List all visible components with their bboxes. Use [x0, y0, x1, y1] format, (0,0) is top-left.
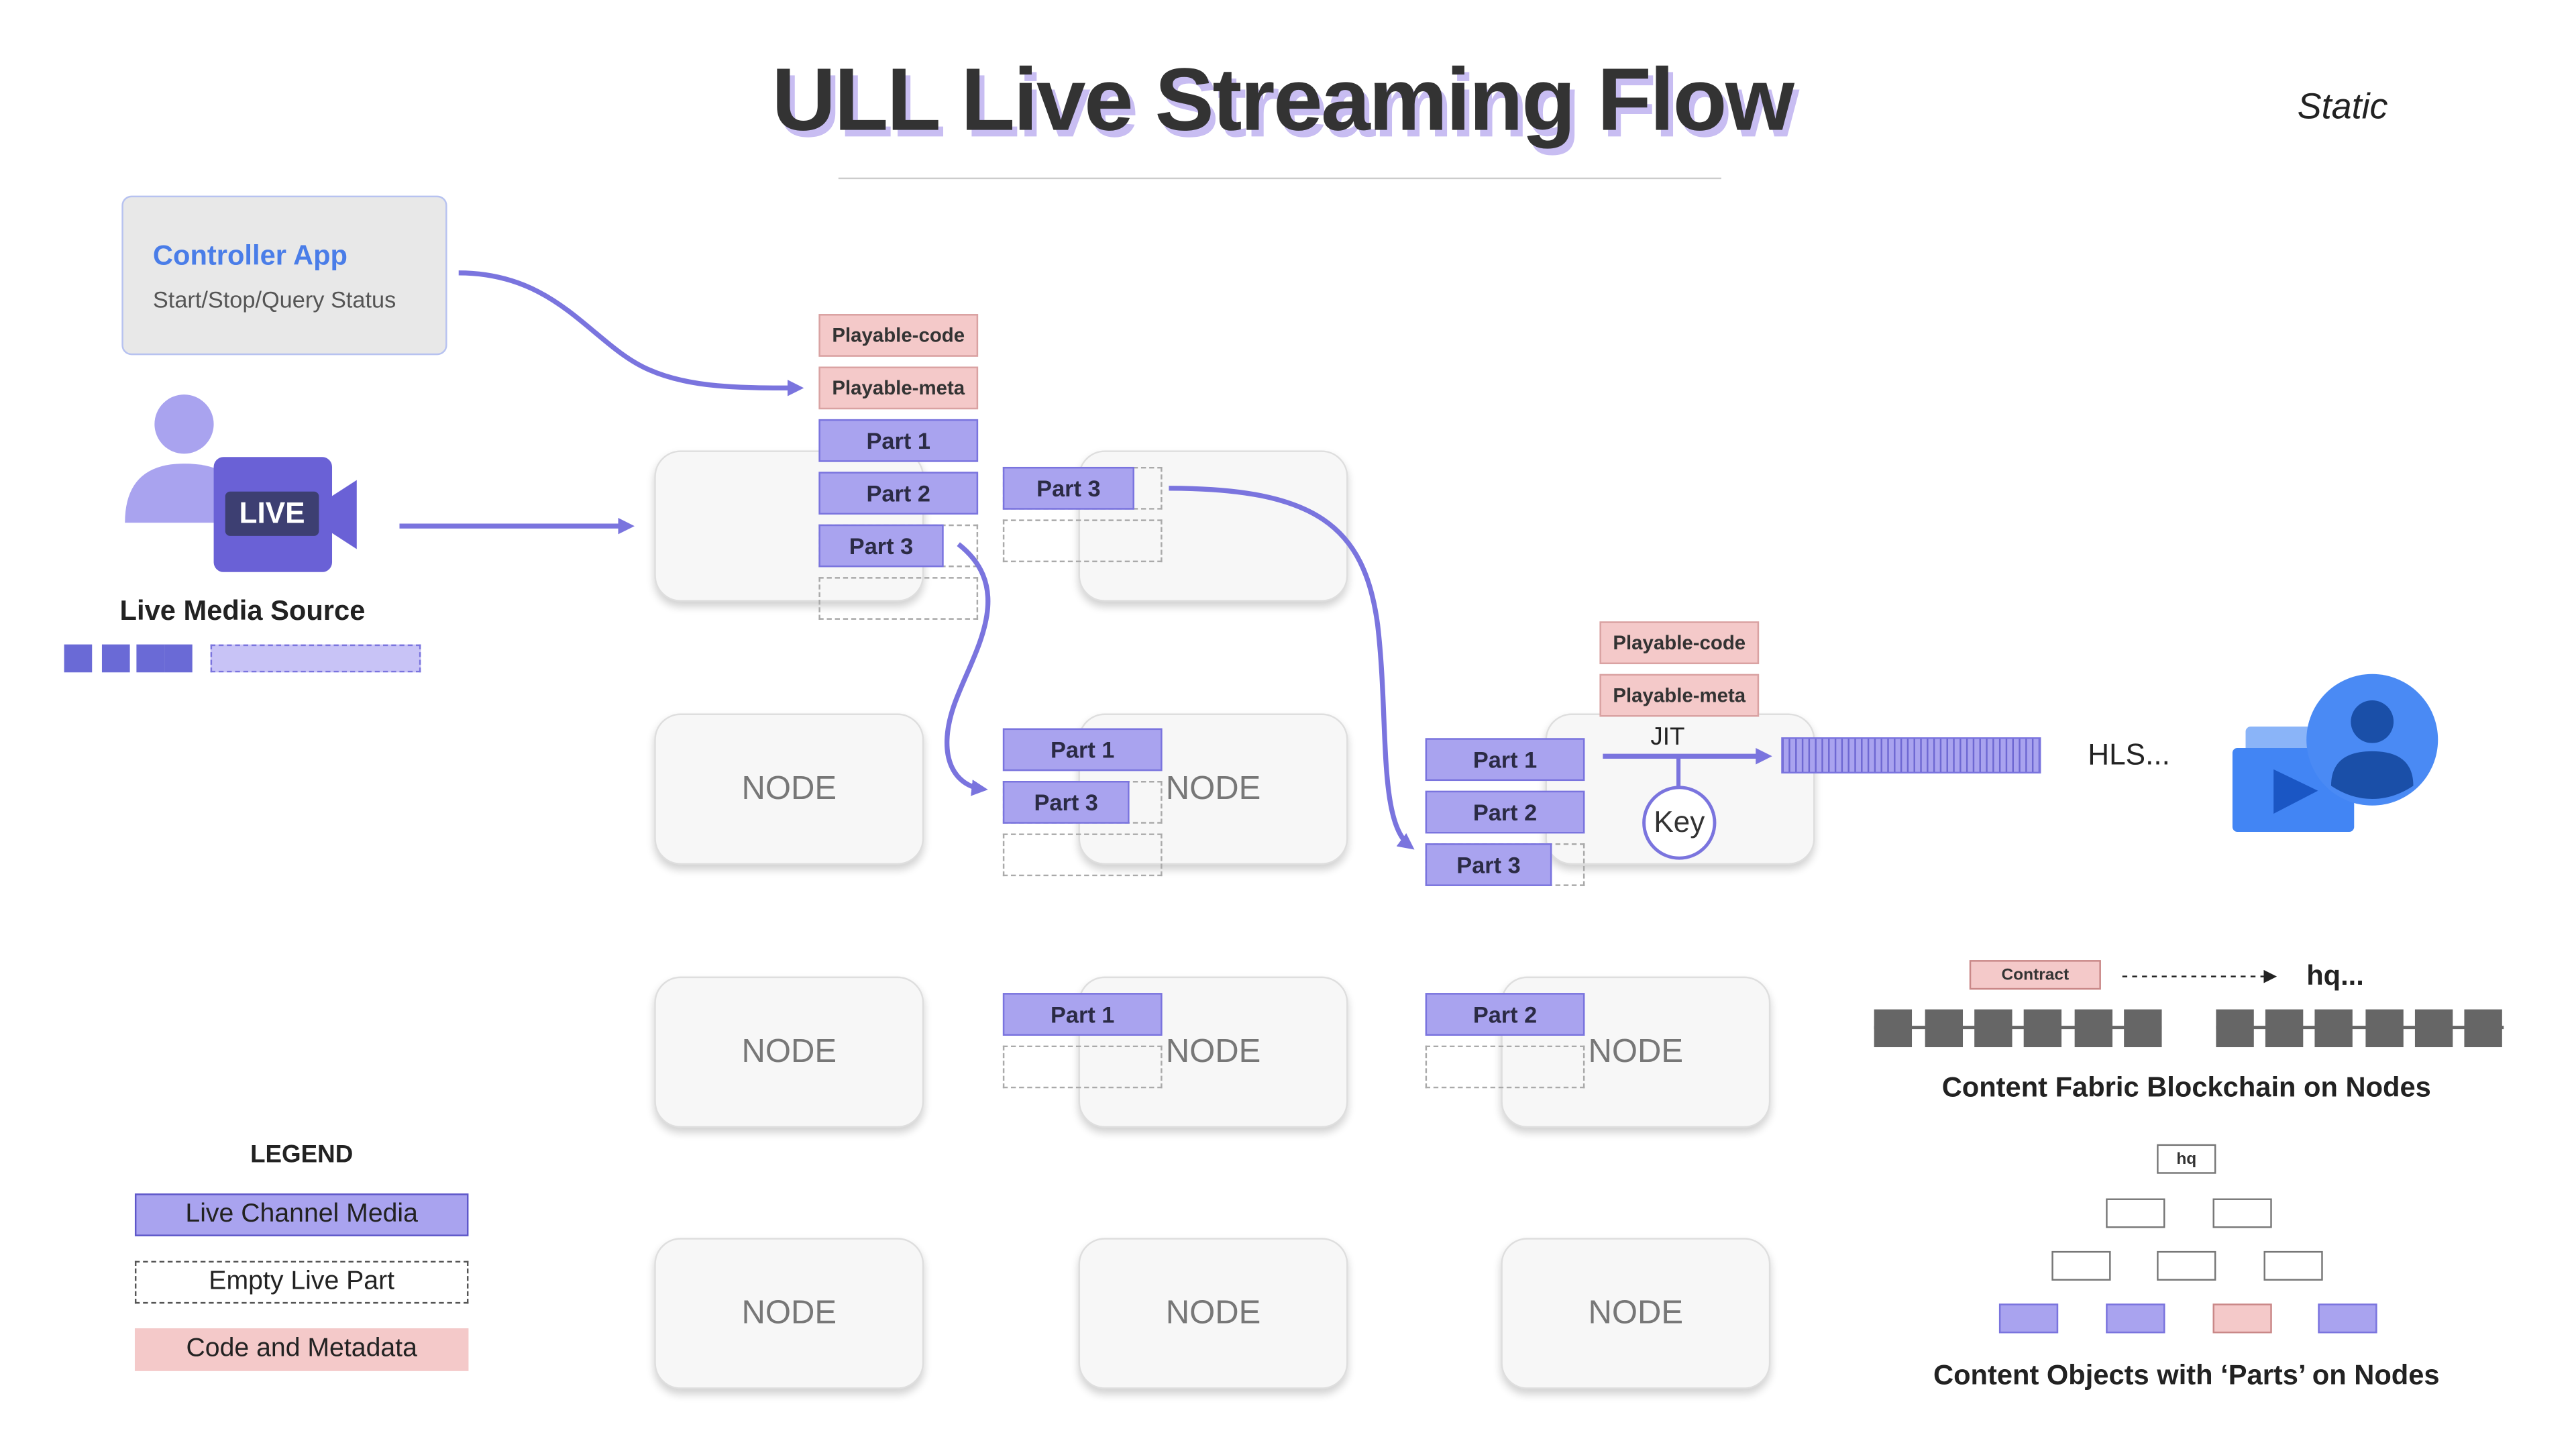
- chain-block: [1925, 1009, 1964, 1048]
- live-part-2: Part 2: [1425, 993, 1585, 1036]
- key-icon: Key: [1642, 786, 1717, 860]
- legend-live-channel-media: Live Channel Media: [134, 1193, 469, 1236]
- live-part-3: Part 3: [1425, 843, 1552, 886]
- source-segment: [101, 644, 130, 673]
- empty-live-part: [1002, 833, 1163, 877]
- empty-live-part: [1425, 1045, 1585, 1089]
- hq-label: hq...: [2306, 960, 2364, 991]
- hq-root-box: hq: [2157, 1144, 2216, 1174]
- source-segment: [136, 644, 165, 673]
- live-part-1: Part 1: [1002, 728, 1163, 771]
- tree-node: [2106, 1198, 2165, 1228]
- empty-live-part: [1002, 519, 1163, 563]
- node: NODE: [1078, 1238, 1348, 1389]
- static-tag: Static: [2297, 85, 2388, 127]
- controller-app-title: Controller App: [152, 239, 347, 272]
- empty-live-part: [1002, 1045, 1163, 1089]
- node: NODE: [654, 976, 924, 1128]
- live-part-2: Part 2: [818, 472, 979, 515]
- tree-part-media: [2318, 1303, 2377, 1334]
- legend-code-and-metadata: Code and Metadata: [134, 1328, 469, 1371]
- empty-live-part: [818, 577, 979, 620]
- source-segment: [64, 644, 93, 673]
- chain-block: [2023, 1009, 2062, 1048]
- contract-block: Contract: [1969, 960, 2101, 990]
- live-media-source-label: Live Media Source: [119, 595, 366, 627]
- chain-block: [2414, 1009, 2453, 1048]
- chain-block: [2365, 1009, 2404, 1048]
- playable-code-part: Playable-code: [818, 314, 979, 357]
- live-part-1: Part 1: [1425, 738, 1585, 782]
- tree-part-media: [2106, 1303, 2165, 1334]
- content-fabric-label: Content Fabric Blockchain on Nodes: [1941, 1071, 2431, 1104]
- chain-block: [2216, 1009, 2254, 1048]
- chain-block: [1974, 1009, 2012, 1048]
- chain-block: [1874, 1009, 1913, 1048]
- playable-code-part: Playable-code: [1599, 621, 1760, 665]
- chain-block: [2314, 1009, 2353, 1048]
- source-segment: [164, 644, 193, 673]
- tree-node: [2263, 1250, 2323, 1281]
- chain-block: [2464, 1009, 2502, 1048]
- tree-node: [2157, 1250, 2216, 1281]
- page-title: ULL Live Streaming Flow: [771, 50, 1794, 150]
- live-part-1: Part 1: [1002, 993, 1163, 1036]
- playable-meta-part: Playable-meta: [818, 366, 979, 410]
- tree-part-media: [1998, 1303, 2059, 1334]
- legend-empty-live-part: Empty Live Part: [134, 1260, 469, 1304]
- node: NODE: [654, 1238, 924, 1389]
- live-badge: LIVE: [239, 496, 305, 530]
- chain-block: [2265, 1009, 2304, 1048]
- playable-meta-part: Playable-meta: [1599, 674, 1760, 717]
- live-part-3: Part 3: [1002, 781, 1130, 824]
- live-media-source-icon: [125, 394, 357, 572]
- legend-title: LEGEND: [250, 1140, 354, 1169]
- node: NODE: [654, 713, 924, 865]
- title-divider: [838, 177, 1721, 180]
- controller-app-subtitle: Start/Stop/Query Status: [152, 286, 396, 313]
- chain-block: [2124, 1009, 2162, 1048]
- live-part-3: Part 3: [818, 524, 944, 568]
- tree-node: [2212, 1198, 2272, 1228]
- content-objects-label: Content Objects with ‘Parts’ on Nodes: [1933, 1359, 2440, 1391]
- tree-part-metadata: [2212, 1303, 2272, 1334]
- node: NODE: [1501, 1238, 1771, 1389]
- tree-node: [2051, 1250, 2111, 1281]
- chain-block: [2074, 1009, 2113, 1048]
- live-part-2: Part 2: [1425, 790, 1585, 834]
- hls-output-label: HLS...: [2088, 738, 2170, 771]
- source-pending-segment: [210, 644, 421, 673]
- live-part-1: Part 1: [818, 419, 979, 462]
- jit-label: JIT: [1650, 723, 1685, 751]
- live-part-3: Part 3: [1002, 466, 1134, 510]
- controller-app-box: Controller App Start/Stop/Query Status: [121, 195, 447, 356]
